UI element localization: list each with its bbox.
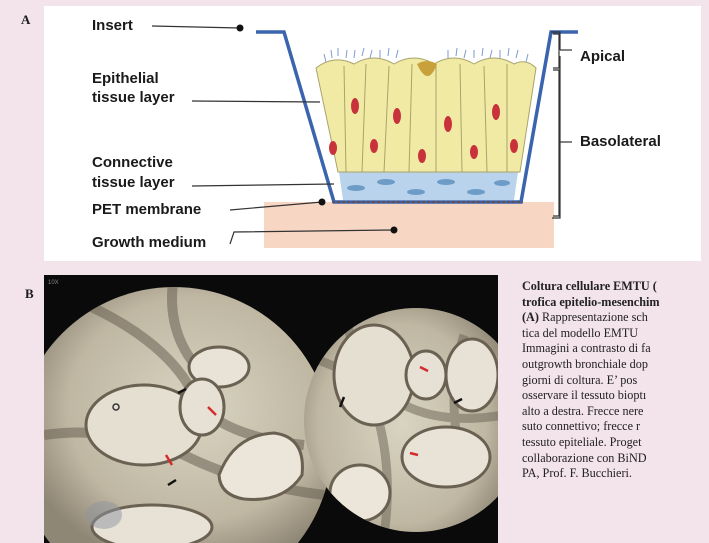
- caption-line: outgrowth bronchiale dop: [522, 357, 709, 373]
- apical-bracket: [553, 34, 559, 68]
- caption-title-line-1: Coltura cellulare EMTU (: [522, 279, 709, 295]
- caption-line: (A) Rappresentazione sch: [522, 310, 709, 326]
- caption-line: tessuto epiteliale. Proget: [522, 435, 709, 451]
- caption-line: alto a destra. Frecce nere: [522, 404, 709, 420]
- right-micrograph: [302, 305, 498, 543]
- caption-title-line-2: trofica epitelio-mesenchim: [522, 295, 709, 311]
- label-apical: Apical: [580, 48, 625, 65]
- insert-pointer-dot: [237, 25, 244, 32]
- connective-tissue-layer: [339, 172, 518, 200]
- panel-a-letter: A: [21, 12, 30, 28]
- emtu-schematic-panel: Insert Epithelial tissue layer Connectiv…: [44, 6, 701, 261]
- label-growth-medium: Growth medium: [92, 234, 206, 251]
- label-pet-membrane: PET membrane: [92, 201, 201, 218]
- caption-line: giorni di coltura. E’ pos: [522, 373, 709, 389]
- panel-b-letter: B: [25, 286, 34, 302]
- label-basolateral: Basolateral: [580, 133, 661, 150]
- growth-medium-area: [264, 202, 554, 248]
- caption-line: suto connettivo; frecce r: [522, 419, 709, 435]
- caption-line: PA, Prof. F. Bucchieri.: [522, 466, 709, 482]
- emtu-schematic: Insert Epithelial tissue layer Connectiv…: [44, 6, 701, 261]
- growth-pointer-dot: [391, 227, 398, 234]
- caption-line: tica del modello EMTU: [522, 326, 709, 342]
- figure-caption: Coltura cellulare EMTU ( trofica epiteli…: [522, 279, 709, 482]
- label-epithelial-1: Epithelial: [92, 70, 159, 87]
- caption-line: osservare il tessuto bioptı: [522, 388, 709, 404]
- left-micrograph: [44, 275, 344, 543]
- caption-line: collaborazione con BiND: [522, 451, 709, 467]
- pet-pointer-dot: [319, 199, 326, 206]
- phase-contrast-panel: 10X: [44, 275, 498, 543]
- label-epithelial-2: tissue layer: [92, 89, 175, 106]
- label-insert: Insert: [92, 17, 133, 34]
- magnification-tag: 10X: [48, 280, 59, 286]
- basolateral-bracket: [553, 70, 559, 216]
- label-connective-1: Connective: [92, 154, 173, 171]
- caption-line: Immagini a contrasto di fa: [522, 341, 709, 357]
- phase-contrast-micrographs: 10X: [44, 275, 498, 543]
- label-connective-2: tissue layer: [92, 174, 175, 191]
